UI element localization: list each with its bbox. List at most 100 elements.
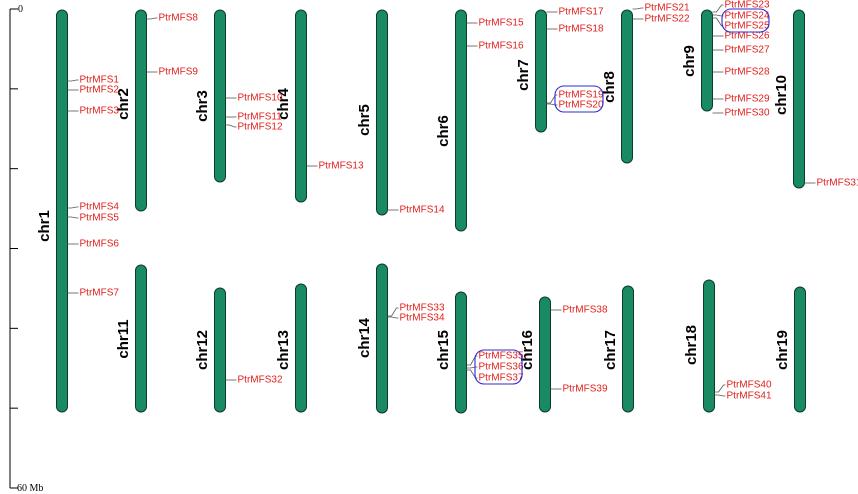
chromosome-label-chr18: chr18 — [683, 325, 700, 365]
gene-label-ptrmfs33: PtrMFS33 — [400, 303, 445, 314]
gene-label-ptrmfs20: PtrMFS20 — [559, 100, 604, 111]
chromosome-chr19 — [794, 286, 806, 413]
gene-label-ptrmfs13: PtrMFS13 — [319, 161, 364, 172]
chromosome-chr11 — [135, 264, 147, 413]
chromosome-label-chr15: chr15 — [435, 330, 452, 370]
chromosome-chr2 — [135, 9, 147, 212]
gene-label-ptrmfs25: PtrMFS25 — [725, 21, 770, 32]
gene-label-ptrmfs37: PtrMFS37 — [479, 373, 524, 384]
gene-label-ptrmfs1: PtrMFS1 — [80, 75, 120, 86]
tandem-cluster-box-2 — [721, 8, 770, 33]
chromosome-label-chr16: chr16 — [519, 330, 536, 370]
gene-label-ptrmfs41: PtrMFS41 — [727, 391, 772, 402]
gene-label-ptrmfs9: PtrMFS9 — [159, 67, 199, 78]
chromosome-label-chr2: chr2 — [115, 88, 132, 120]
scale-bottom-label: 60 Mb — [17, 483, 43, 494]
chromosome-label-chr7: chr7 — [515, 59, 532, 91]
chromosome-label-chr6: chr6 — [435, 115, 452, 147]
chromosome-chr15 — [455, 291, 467, 414]
gene-label-ptrmfs40: PtrMFS40 — [727, 380, 772, 391]
chromosome-chr13 — [295, 283, 307, 413]
gene-label-ptrmfs32: PtrMFS32 — [238, 375, 283, 386]
gene-label-ptrmfs24: PtrMFS24 — [725, 11, 770, 22]
chromosome-chr10 — [793, 9, 805, 189]
gene-connector-ptrmfs34 — [387, 316, 399, 319]
gene-label-ptrmfs36: PtrMFS36 — [479, 362, 524, 373]
chromosome-chr14 — [376, 263, 388, 414]
chromosome-label-chr19: chr19 — [774, 330, 791, 370]
gene-label-ptrmfs34: PtrMFS34 — [400, 313, 445, 324]
chromosome-label-chr9: chr9 — [681, 45, 698, 77]
gene-connector-ptrmfs19 — [546, 94, 558, 104]
gene-label-ptrmfs11: PtrMFS11 — [238, 112, 283, 123]
gene-connector-ptrmfs40 — [714, 384, 726, 393]
gene-label-ptrmfs28: PtrMFS28 — [725, 67, 770, 78]
gene-label-ptrmfs23: PtrMFS23 — [725, 0, 770, 11]
gene-label-ptrmfs17: PtrMFS17 — [559, 7, 604, 18]
gene-connector-ptrmfs20 — [546, 103, 558, 106]
gene-connector-ptrmfs37 — [466, 369, 478, 379]
gene-label-ptrmfs39: PtrMFS39 — [563, 384, 608, 395]
gene-label-ptrmfs16: PtrMFS16 — [479, 41, 524, 52]
gene-label-ptrmfs10: PtrMFS10 — [238, 93, 283, 104]
tandem-cluster-box-1 — [554, 85, 604, 113]
gene-label-ptrmfs22: PtrMFS22 — [645, 14, 690, 25]
genes-layer: PtrMFS1PtrMFS2PtrMFS3PtrMFS4PtrMFS5PtrMF… — [67, 0, 858, 402]
chromosome-chr1 — [56, 9, 68, 413]
chromosome-chr6 — [455, 9, 467, 232]
tandem-boxes-layer — [474, 8, 770, 385]
gene-label-ptrmfs21: PtrMFS21 — [645, 3, 690, 14]
gene-label-ptrmfs8: PtrMFS8 — [159, 13, 199, 24]
chromosome-chr8 — [621, 9, 633, 164]
gene-label-ptrmfs26: PtrMFS26 — [725, 31, 770, 42]
gene-label-ptrmfs5: PtrMFS5 — [80, 213, 120, 224]
chromosome-chr18 — [703, 279, 715, 413]
chromosome-chr16 — [539, 296, 551, 413]
gene-connector-ptrmfs1 — [67, 79, 79, 82]
gene-connector-ptrmfs5 — [67, 216, 79, 219]
gene-connector-ptrmfs41 — [714, 394, 726, 397]
gene-label-ptrmfs3: PtrMFS3 — [80, 106, 120, 117]
gene-label-ptrmfs4: PtrMFS4 — [80, 202, 120, 213]
chromosome-label-chr10: chr10 — [773, 75, 790, 115]
chromosome-label-chr11: chr11 — [115, 319, 132, 358]
gene-label-ptrmfs30: PtrMFS30 — [725, 108, 770, 119]
gene-connector-ptrmfs35 — [466, 355, 478, 366]
gene-label-ptrmfs29: PtrMFS29 — [725, 94, 770, 105]
gene-label-ptrmfs31: PtrMFS31 — [817, 178, 858, 189]
chromosome-label-chr4: chr4 — [275, 88, 292, 120]
gene-label-ptrmfs2: PtrMFS2 — [80, 85, 120, 96]
gene-label-ptrmfs35: PtrMFS35 — [479, 351, 524, 362]
gene-label-ptrmfs38: PtrMFS38 — [563, 305, 608, 316]
gene-connector-ptrmfs4 — [67, 206, 79, 209]
gene-connector-ptrmfs36 — [466, 366, 478, 369]
gene-label-ptrmfs18: PtrMFS18 — [559, 24, 604, 35]
gene-connector-ptrmfs23 — [712, 4, 724, 13]
chromosome-label-chr8: chr8 — [601, 71, 618, 103]
gene-label-ptrmfs12: PtrMFS12 — [238, 122, 283, 133]
gene-label-ptrmfs6: PtrMFS6 — [80, 239, 120, 250]
tandem-cluster-box-3 — [474, 349, 523, 385]
gene-label-ptrmfs19: PtrMFS19 — [559, 90, 604, 101]
chromosome-chr4 — [295, 9, 307, 203]
gene-label-ptrmfs27: PtrMFS27 — [725, 45, 770, 56]
chromosome-label-chr1: chr1 — [36, 210, 53, 242]
chromosome-chr3 — [214, 9, 226, 183]
scale-bar: 0 60 Mb — [9, 4, 43, 494]
chromosome-label-chr14: chr14 — [356, 317, 373, 358]
chromosome-label-chr3: chr3 — [194, 90, 211, 122]
chromosome-chr12 — [214, 287, 226, 413]
chromosome-label-chr5: chr5 — [356, 104, 373, 136]
chromosome-label-chr13: chr13 — [275, 330, 292, 370]
chromosome-label-chr17: chr17 — [602, 330, 619, 370]
gene-label-ptrmfs14: PtrMFS14 — [400, 205, 445, 216]
gene-connector-ptrmfs33 — [387, 307, 399, 317]
chromosome-label-chr12: chr12 — [194, 330, 211, 370]
chromosome-chr7 — [535, 9, 547, 133]
chromosomes-layer: chr1 chr2 chr3 chr4 chr5 chr6 chr7 chr8 chr9 chr1… — [36, 9, 806, 414]
gene-connector-ptrmfs21 — [632, 7, 644, 10]
gene-connector-ptrmfs8 — [146, 17, 158, 20]
scale-top-label: 0 — [18, 4, 23, 15]
chromosome-chr5 — [376, 9, 388, 216]
